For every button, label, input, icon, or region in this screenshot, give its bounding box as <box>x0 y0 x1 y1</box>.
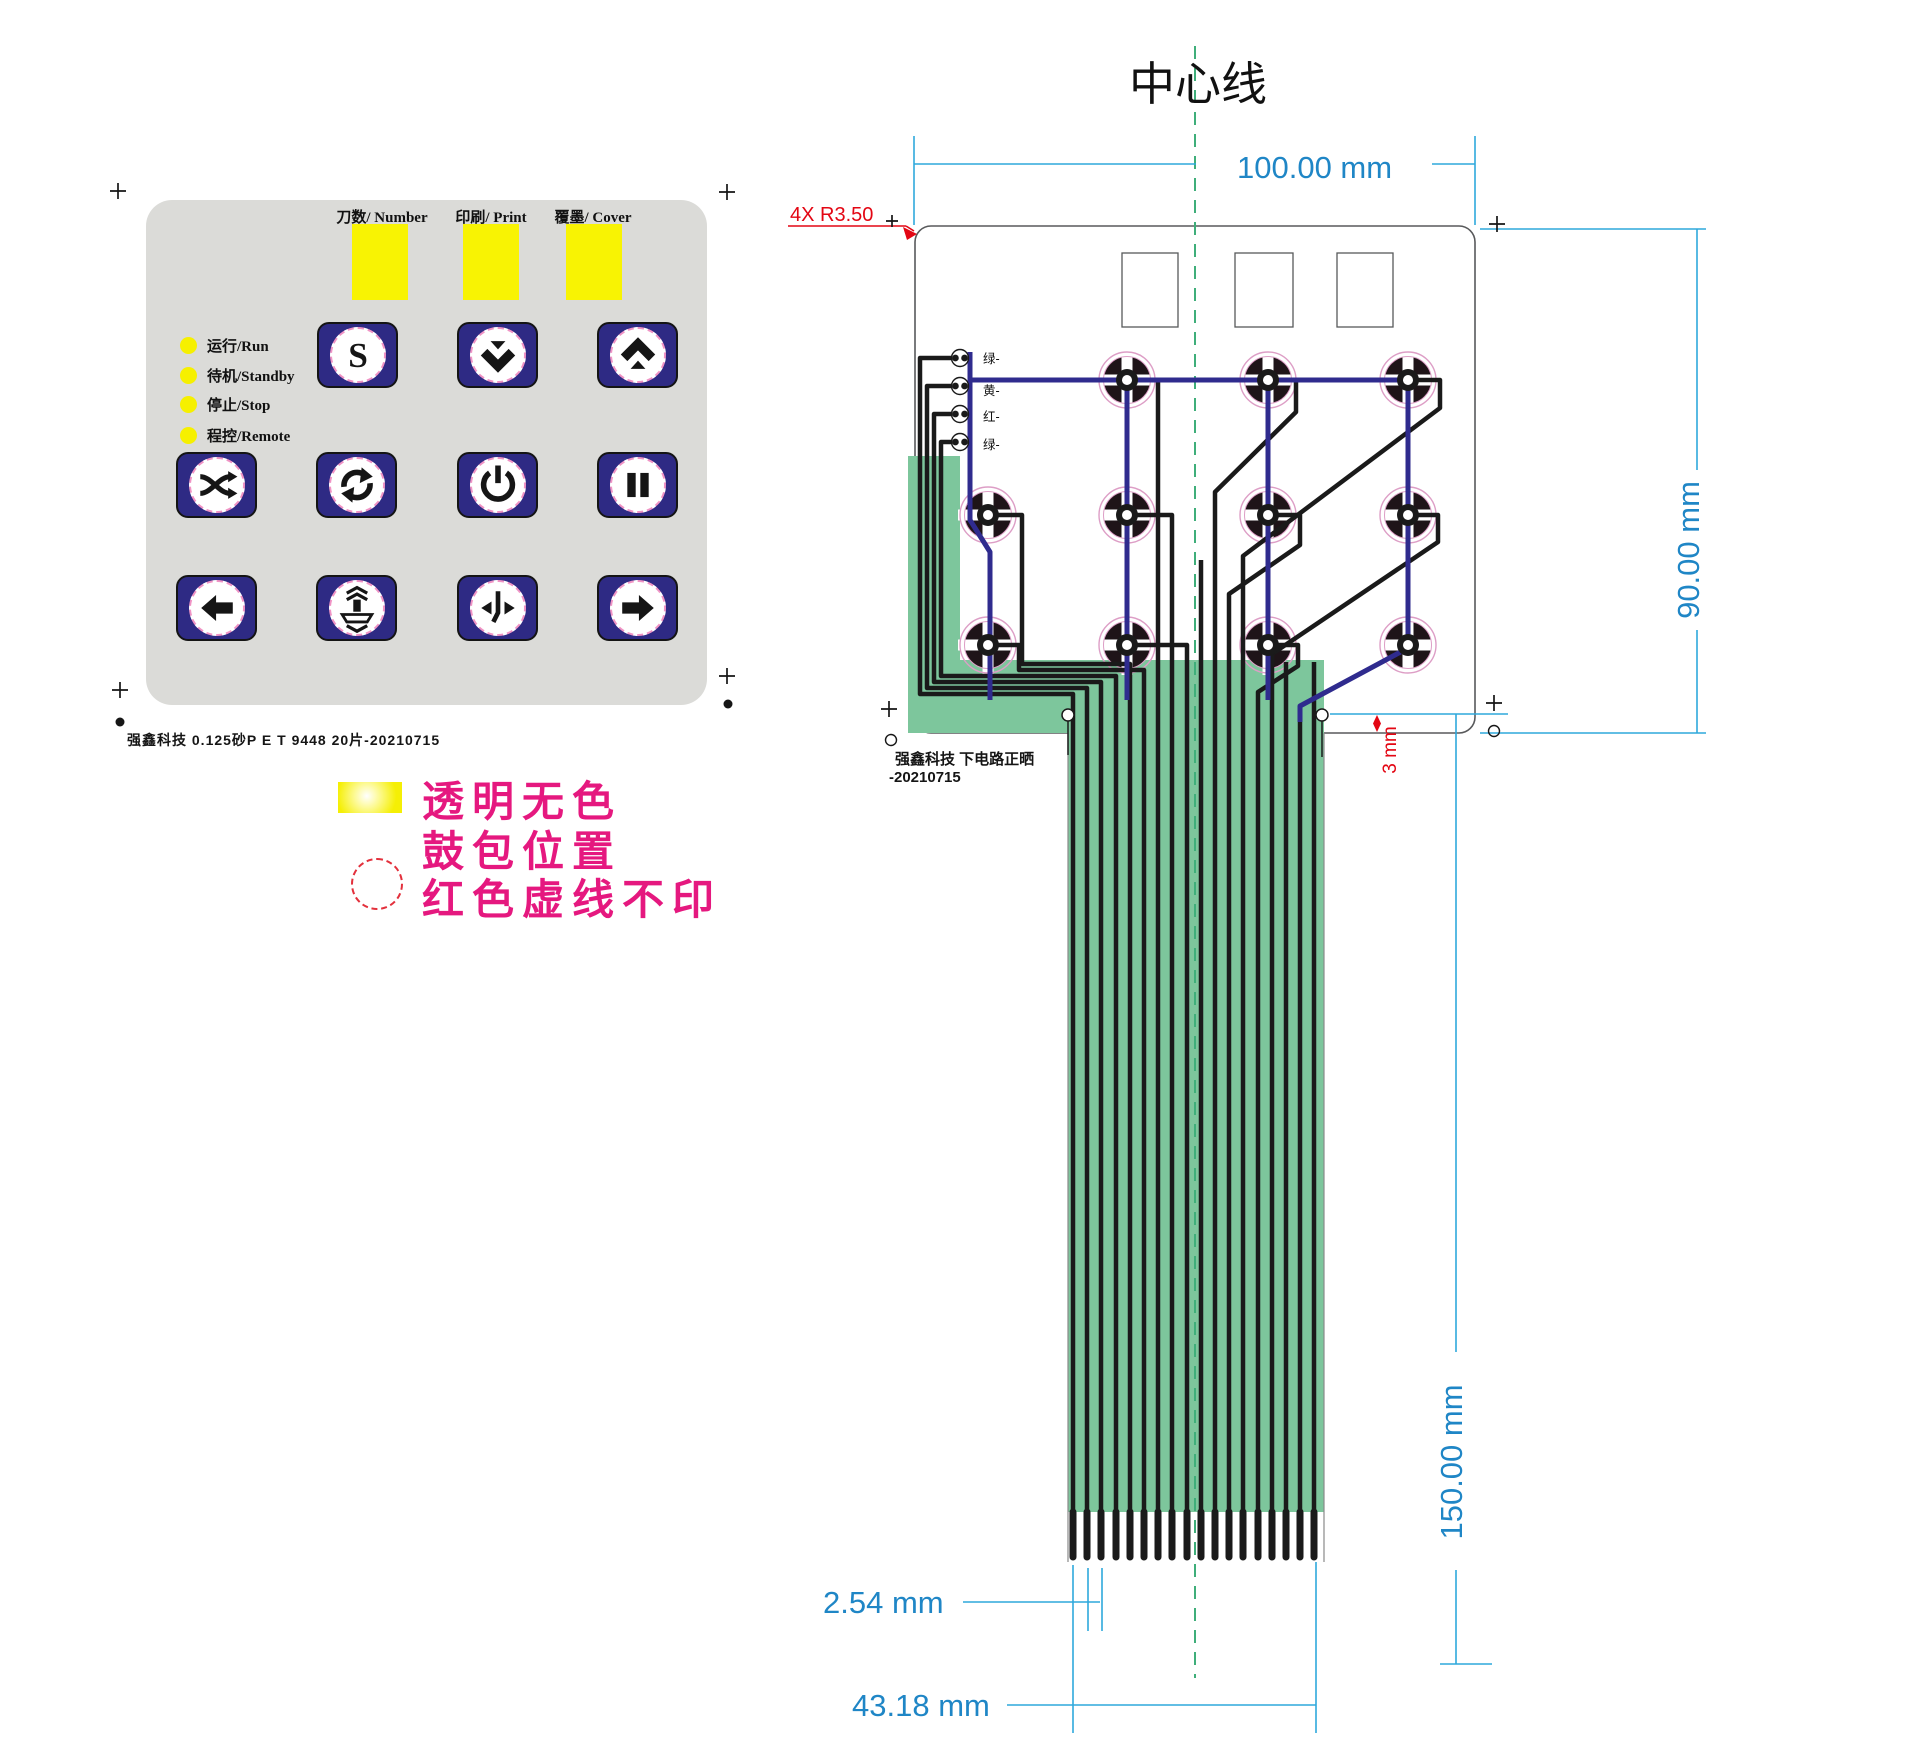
circuit-caption-line1: 强鑫科技 下电路正晒 <box>895 750 1034 768</box>
keypad-button-power <box>457 452 538 518</box>
gap-label: 3 mm <box>1380 726 1401 774</box>
led-label: 待机/Standby <box>207 368 295 385</box>
led-stop: 停止/Stop <box>180 394 270 414</box>
led-dot <box>180 336 197 354</box>
window-label-print: 印刷/ Print <box>455 210 527 226</box>
button-face <box>469 327 526 383</box>
terminal-label-red: 红- <box>983 409 1000 424</box>
svg-text:S: S <box>348 336 368 375</box>
button-face <box>469 580 526 636</box>
led-terminals: 绿- 黄- 红- 绿- <box>950 348 1000 452</box>
button-face <box>609 327 666 383</box>
legend-yellow-swatch <box>338 782 402 813</box>
registration-marks <box>110 183 1505 747</box>
button-face <box>188 580 245 636</box>
terminal-label-green2: 绿- <box>983 437 1000 452</box>
terminal-label-green1: 绿- <box>983 351 1000 366</box>
led-dot <box>180 426 197 444</box>
keypad-button-right <box>597 575 678 641</box>
keypad-button-feed <box>316 575 397 641</box>
pause-icon <box>626 472 649 498</box>
keypad-button-pause <box>597 452 678 518</box>
legend-dashed-circle <box>351 858 403 910</box>
terminal-label-yellow: 黄- <box>983 384 1000 398</box>
chevrons-down-icon <box>480 341 515 373</box>
chevrons-up-icon <box>620 337 655 369</box>
legend-line-3: 红色虚线不印 <box>422 876 723 923</box>
led-standby: 待机/Standby <box>180 365 295 385</box>
connector-fingers <box>1069 1508 1318 1561</box>
switch-center-rings <box>977 369 1419 656</box>
display-window-cover <box>566 224 622 300</box>
dim-connector-label: 43.18 mm <box>852 1688 990 1723</box>
led-label: 运行/Run <box>207 338 269 355</box>
keypad-button-cycle <box>316 452 397 518</box>
tail-outline <box>1067 733 1325 1562</box>
jog-icon <box>480 591 515 623</box>
s-icon: S <box>348 336 368 375</box>
legend-line-1: 透明无色 <box>422 778 623 825</box>
led-dot <box>180 395 197 413</box>
button-face: S <box>329 327 386 383</box>
radius-annotation: 4X R3.50 <box>788 204 917 240</box>
keypad-button-shuffle <box>176 452 257 518</box>
keypad-material-caption: 强鑫科技 0.125砂P E T 9448 20片-20210715 <box>127 732 441 748</box>
button-face <box>609 580 666 636</box>
keypad-button-up <box>597 322 678 388</box>
page-title: 中心线 <box>1129 58 1267 110</box>
radius-note-label: 4X R3.50 <box>790 204 873 226</box>
window-label-number: 刀数/ Number <box>336 210 428 226</box>
refresh-icon <box>340 467 373 503</box>
button-face <box>328 580 385 636</box>
paper-feed-icon <box>339 585 374 634</box>
blue-traces <box>967 352 1411 722</box>
board-led-windows <box>1121 252 1394 328</box>
led-label: 程控/Remote <box>207 428 291 445</box>
shuffle-icon <box>199 471 237 499</box>
registration-dots <box>115 699 733 727</box>
circuit-caption-line2: -20210715 <box>889 769 961 786</box>
dim-width-label: 100.00 mm <box>1237 150 1392 185</box>
gap-annotation: 3 mm <box>1373 715 1401 774</box>
keypad-panel: 刀数/ Number 印刷/ Print 覆墨/ Cover 运行/Run 待机… <box>146 200 707 705</box>
dimension-lines <box>913 136 1706 1733</box>
dim-tail-label: 150.00 mm <box>1434 1384 1469 1539</box>
led-run: 运行/Run <box>180 335 269 355</box>
legend-line-2: 鼓包位置 <box>422 828 623 875</box>
dim-height-label: 90.00 mm <box>1671 481 1706 619</box>
arrow-right-icon <box>621 595 654 621</box>
button-face <box>328 457 385 513</box>
dim-pitch-label: 2.54 mm <box>823 1585 944 1620</box>
window-label-cover: 覆墨/ Cover <box>554 210 632 226</box>
keypad-button-left <box>176 575 257 641</box>
led-remote: 程控/Remote <box>180 425 290 445</box>
button-face <box>469 457 526 513</box>
keypad-button-jog <box>457 575 538 641</box>
led-label: 停止/Stop <box>207 397 271 414</box>
tail-edge-markers <box>1061 708 1329 757</box>
keypad-button-s: S <box>317 322 398 388</box>
led-dot <box>180 366 197 384</box>
display-window-print <box>463 224 519 300</box>
keypad-button-down <box>457 322 538 388</box>
button-face <box>188 457 245 513</box>
display-window-number <box>352 224 408 300</box>
arrow-left-icon <box>200 595 233 621</box>
button-face <box>609 457 666 513</box>
power-icon <box>480 465 515 502</box>
